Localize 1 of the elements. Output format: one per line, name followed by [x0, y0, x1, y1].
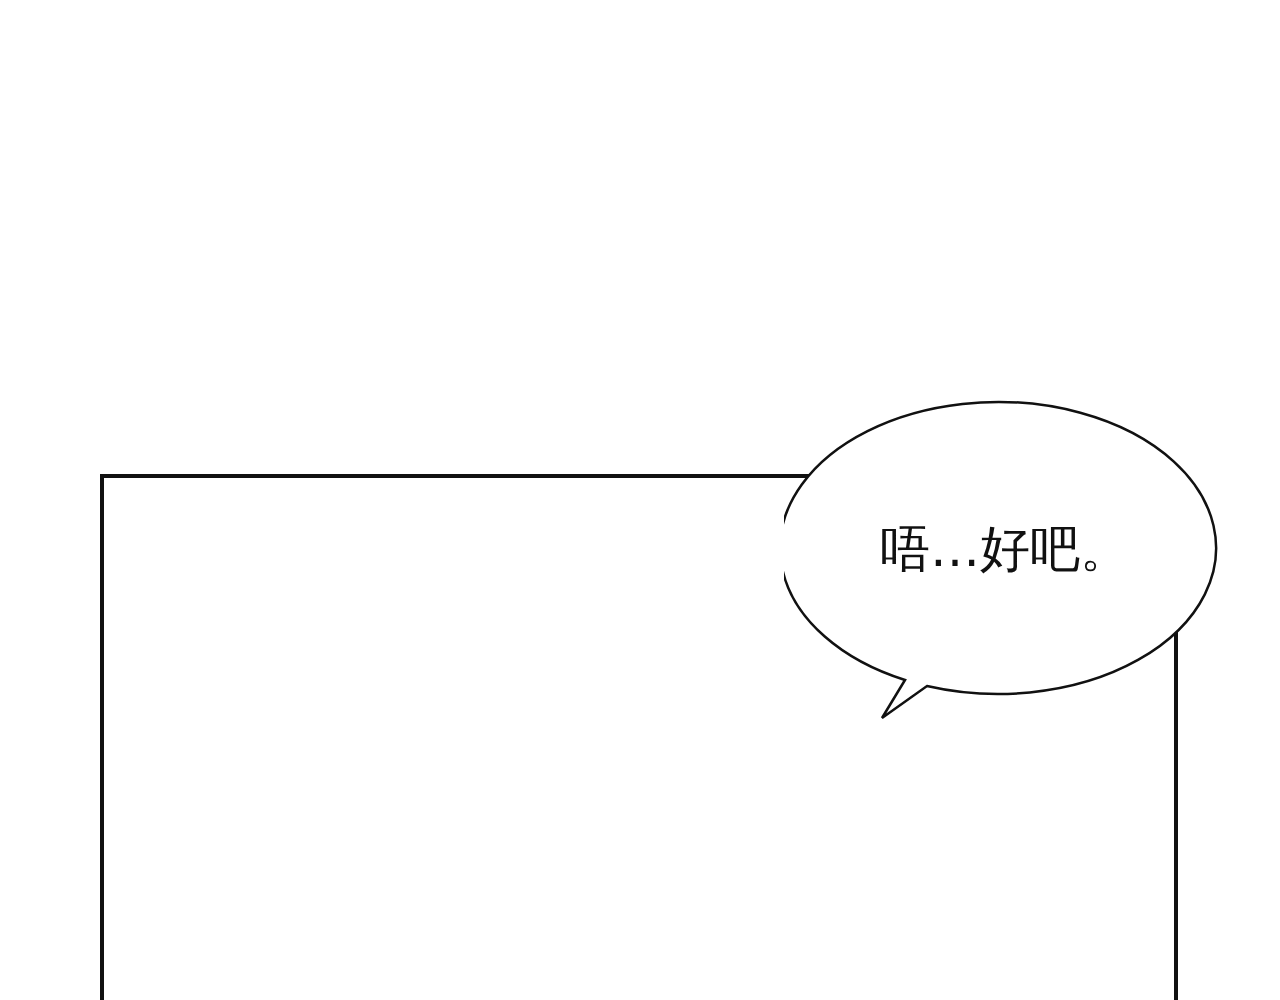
speech-text: 唔…好吧。 — [880, 518, 1130, 580]
